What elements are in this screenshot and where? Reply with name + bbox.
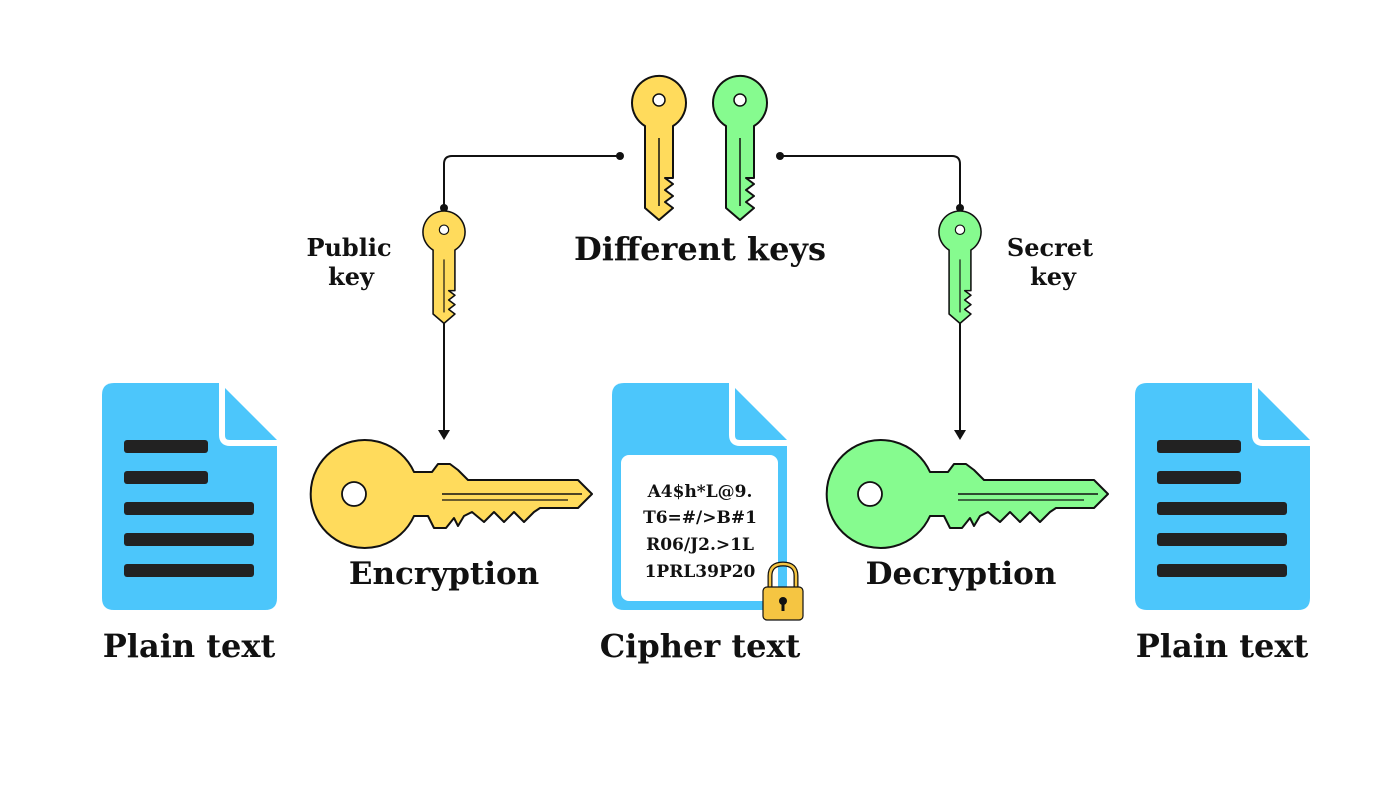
public-key-label-line1: Public <box>306 233 391 262</box>
decryption-label: Decryption <box>866 556 1057 592</box>
encryption-key-icon <box>309 439 593 549</box>
cipher-text-label: Cipher text <box>600 627 801 665</box>
cipher-text-document-icon <box>612 383 787 610</box>
encryption-label: Encryption <box>349 556 539 592</box>
public-key-label-line2: key <box>328 262 375 291</box>
cipher-text-block: A4$h*L@9. T6=#/>B#1 R06/J2.>1L 1PRL39P20 <box>643 482 757 582</box>
cipher-line: A4$h*L@9. <box>647 482 753 502</box>
public-key-icon <box>422 210 466 325</box>
different-keys-label: Different keys <box>574 230 826 268</box>
decryption-key-icon <box>825 439 1109 549</box>
cipher-line: R06/J2.>1L <box>646 535 754 555</box>
secret-key-icon <box>938 210 982 325</box>
arrow-encryption-head <box>438 430 450 440</box>
secret-key-icon-top <box>711 74 768 221</box>
plain-text-document-right-icon <box>1135 383 1310 610</box>
different-keys-icon <box>630 74 768 221</box>
connector-lines <box>443 155 961 436</box>
secret-key-label-line2: key <box>1030 262 1077 291</box>
secret-key-label-line1: Secret <box>1007 233 1093 262</box>
padlock-icon <box>762 561 804 621</box>
cipher-line: T6=#/>B#1 <box>643 508 757 528</box>
arrow-decryption-head <box>954 430 966 440</box>
connector-left <box>443 155 620 212</box>
public-key-icon-top <box>630 74 687 221</box>
plain-text-left-label: Plain text <box>103 627 276 665</box>
plain-text-right-label: Plain text <box>1136 627 1309 665</box>
plain-text-document-left-icon <box>102 383 277 610</box>
connector-right <box>780 155 961 212</box>
cipher-line: 1PRL39P20 <box>645 562 756 582</box>
